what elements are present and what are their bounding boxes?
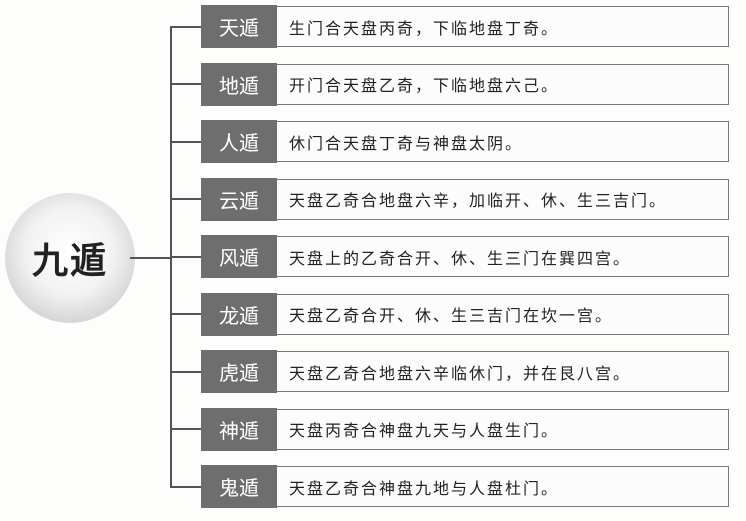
item-label: 人遁 bbox=[201, 120, 277, 163]
item-description: 天盘乙奇合地盘六辛，加临开、休、生三吉门。 bbox=[277, 178, 729, 220]
branch-item: 龙遁天盘乙奇合开、休、生三吉门在坎一宫。 bbox=[171, 292, 729, 336]
item-description: 开门合天盘乙奇，下临地盘六己。 bbox=[277, 63, 729, 105]
branch-item: 地遁开门合天盘乙奇，下临地盘六己。 bbox=[171, 62, 729, 106]
branch-tick bbox=[171, 83, 201, 85]
branch-tick bbox=[171, 313, 201, 315]
branch-item: 鬼遁天盘乙奇合神盘九地与人盘杜门。 bbox=[171, 465, 729, 508]
item-label: 虎遁 bbox=[201, 350, 277, 393]
branch-tick bbox=[171, 485, 201, 488]
branch-item: 风遁天盘上的乙奇合开、休、生三门在巽四宫。 bbox=[171, 235, 729, 278]
center-label: 九遁 bbox=[31, 241, 108, 282]
item-label: 地遁 bbox=[201, 62, 277, 106]
branch-item: 虎遁天盘乙奇合地盘六辛临休门，并在艮八宫。 bbox=[171, 350, 729, 393]
branch-tick bbox=[171, 198, 201, 200]
center-node: 九遁 bbox=[5, 193, 135, 323]
branch-tick bbox=[171, 428, 201, 430]
branch-tick bbox=[171, 25, 201, 28]
branch-item: 云遁天盘乙奇合地盘六辛，加临开、休、生三吉门。 bbox=[171, 177, 729, 221]
item-description: 天盘乙奇合开、休、生三吉门在坎一宫。 bbox=[277, 293, 729, 335]
item-label: 天遁 bbox=[201, 5, 277, 48]
item-label: 鬼遁 bbox=[201, 465, 277, 508]
branch-item: 人遁休门合天盘丁奇与神盘太阴。 bbox=[171, 120, 729, 163]
item-description: 休门合天盘丁奇与神盘太阴。 bbox=[277, 121, 729, 162]
item-label: 云遁 bbox=[201, 177, 277, 221]
branch-tick bbox=[171, 370, 201, 373]
branch-tick bbox=[171, 255, 201, 258]
item-description: 天盘丙奇合神盘九天与人盘生门。 bbox=[277, 408, 729, 450]
connector-line bbox=[130, 257, 172, 259]
item-label: 风遁 bbox=[201, 235, 277, 278]
branch-item: 天遁生门合天盘丙奇，下临地盘丁奇。 bbox=[171, 5, 729, 48]
item-description: 天盘上的乙奇合开、休、生三门在巽四宫。 bbox=[277, 236, 729, 277]
item-description: 天盘乙奇合神盘九地与人盘杜门。 bbox=[277, 466, 729, 507]
branch-item: 神遁天盘丙奇合神盘九天与人盘生门。 bbox=[171, 407, 729, 451]
item-description: 生门合天盘丙奇，下临地盘丁奇。 bbox=[277, 6, 729, 47]
branch-tick bbox=[171, 140, 201, 143]
item-label: 龙遁 bbox=[201, 292, 277, 336]
item-description: 天盘乙奇合地盘六辛临休门，并在艮八宫。 bbox=[277, 351, 729, 392]
item-label: 神遁 bbox=[201, 407, 277, 451]
